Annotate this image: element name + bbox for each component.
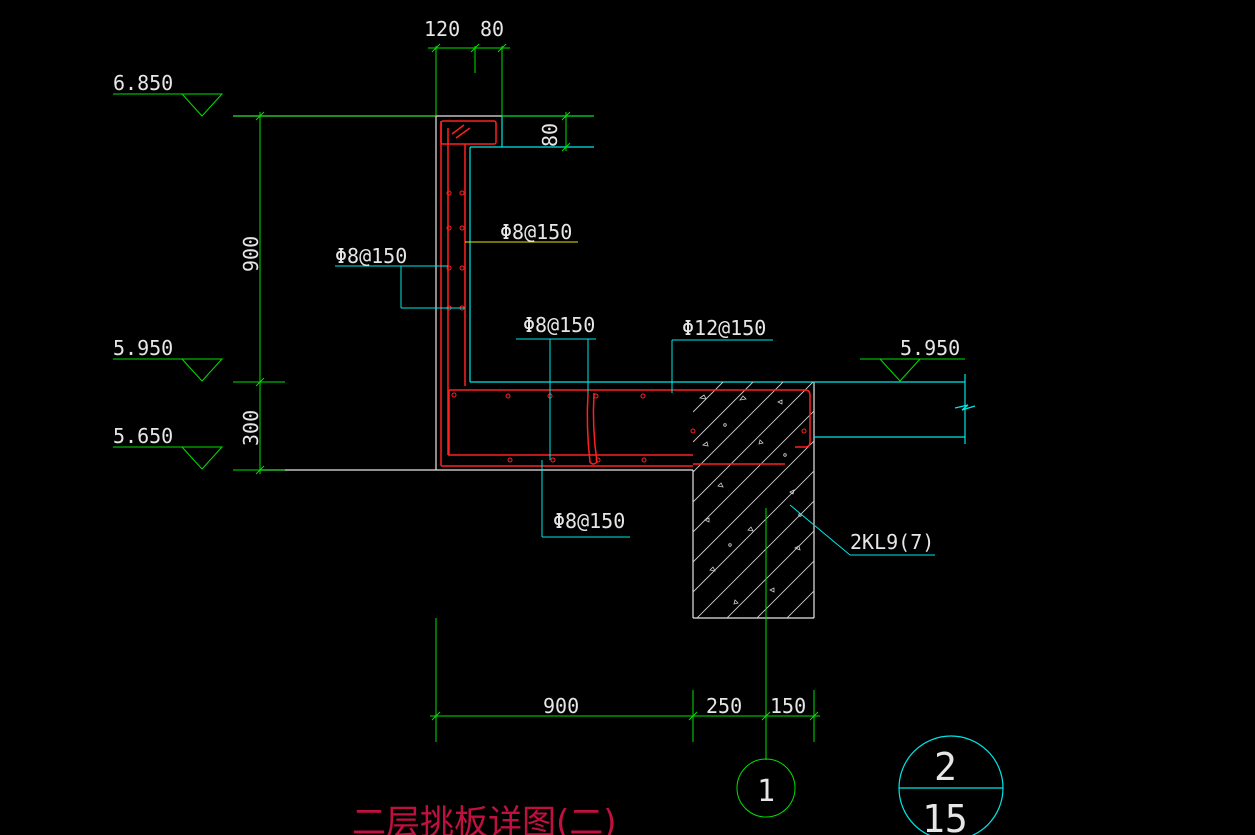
dim-top-left: 120	[424, 17, 460, 41]
slab-outline-cyan	[469, 115, 976, 444]
beam-label: 2KL9(7)	[850, 530, 934, 554]
beam-hatch	[693, 382, 814, 618]
detail-number: 2	[934, 745, 957, 789]
dimension-lines	[113, 43, 965, 818]
axis-label: 1	[757, 774, 775, 809]
elevation-floor-right: 5.950	[900, 336, 960, 360]
elevation-bottom: 5.650	[113, 424, 173, 448]
rebar-label-vertical-inner: Φ8@150	[500, 220, 572, 244]
rebar-cage	[440, 120, 811, 467]
rebar-label-slab-bottom: Φ8@150	[553, 509, 625, 533]
dim-beam-offset: 150	[770, 694, 806, 718]
drawing-title: 二层挑板详图(二)	[352, 803, 617, 835]
rebar-label-vertical-outer: Φ8@150	[335, 244, 407, 268]
beam-aggregate	[699, 394, 802, 605]
rebar-label-slab-top: Φ12@150	[682, 316, 766, 340]
leader-lines	[335, 265, 935, 556]
elevation-top: 6.850	[113, 71, 173, 95]
dim-bottom-span: 900	[543, 694, 579, 718]
rebar-label-slab-mid: Φ8@150	[523, 313, 595, 337]
dim-thickness: 80	[538, 123, 562, 147]
detail-sheet: 15	[922, 797, 968, 835]
concrete-outline	[233, 115, 815, 619]
dim-beam-width: 250	[706, 694, 742, 718]
dim-parapet-height: 900	[239, 236, 263, 272]
elevation-floor-left: 5.950	[113, 336, 173, 360]
dim-slab-thickness: 300	[239, 410, 263, 446]
rebar-dots	[446, 190, 807, 463]
dim-top-right: 80	[480, 17, 504, 41]
detail-reference-symbol	[898, 735, 1004, 835]
